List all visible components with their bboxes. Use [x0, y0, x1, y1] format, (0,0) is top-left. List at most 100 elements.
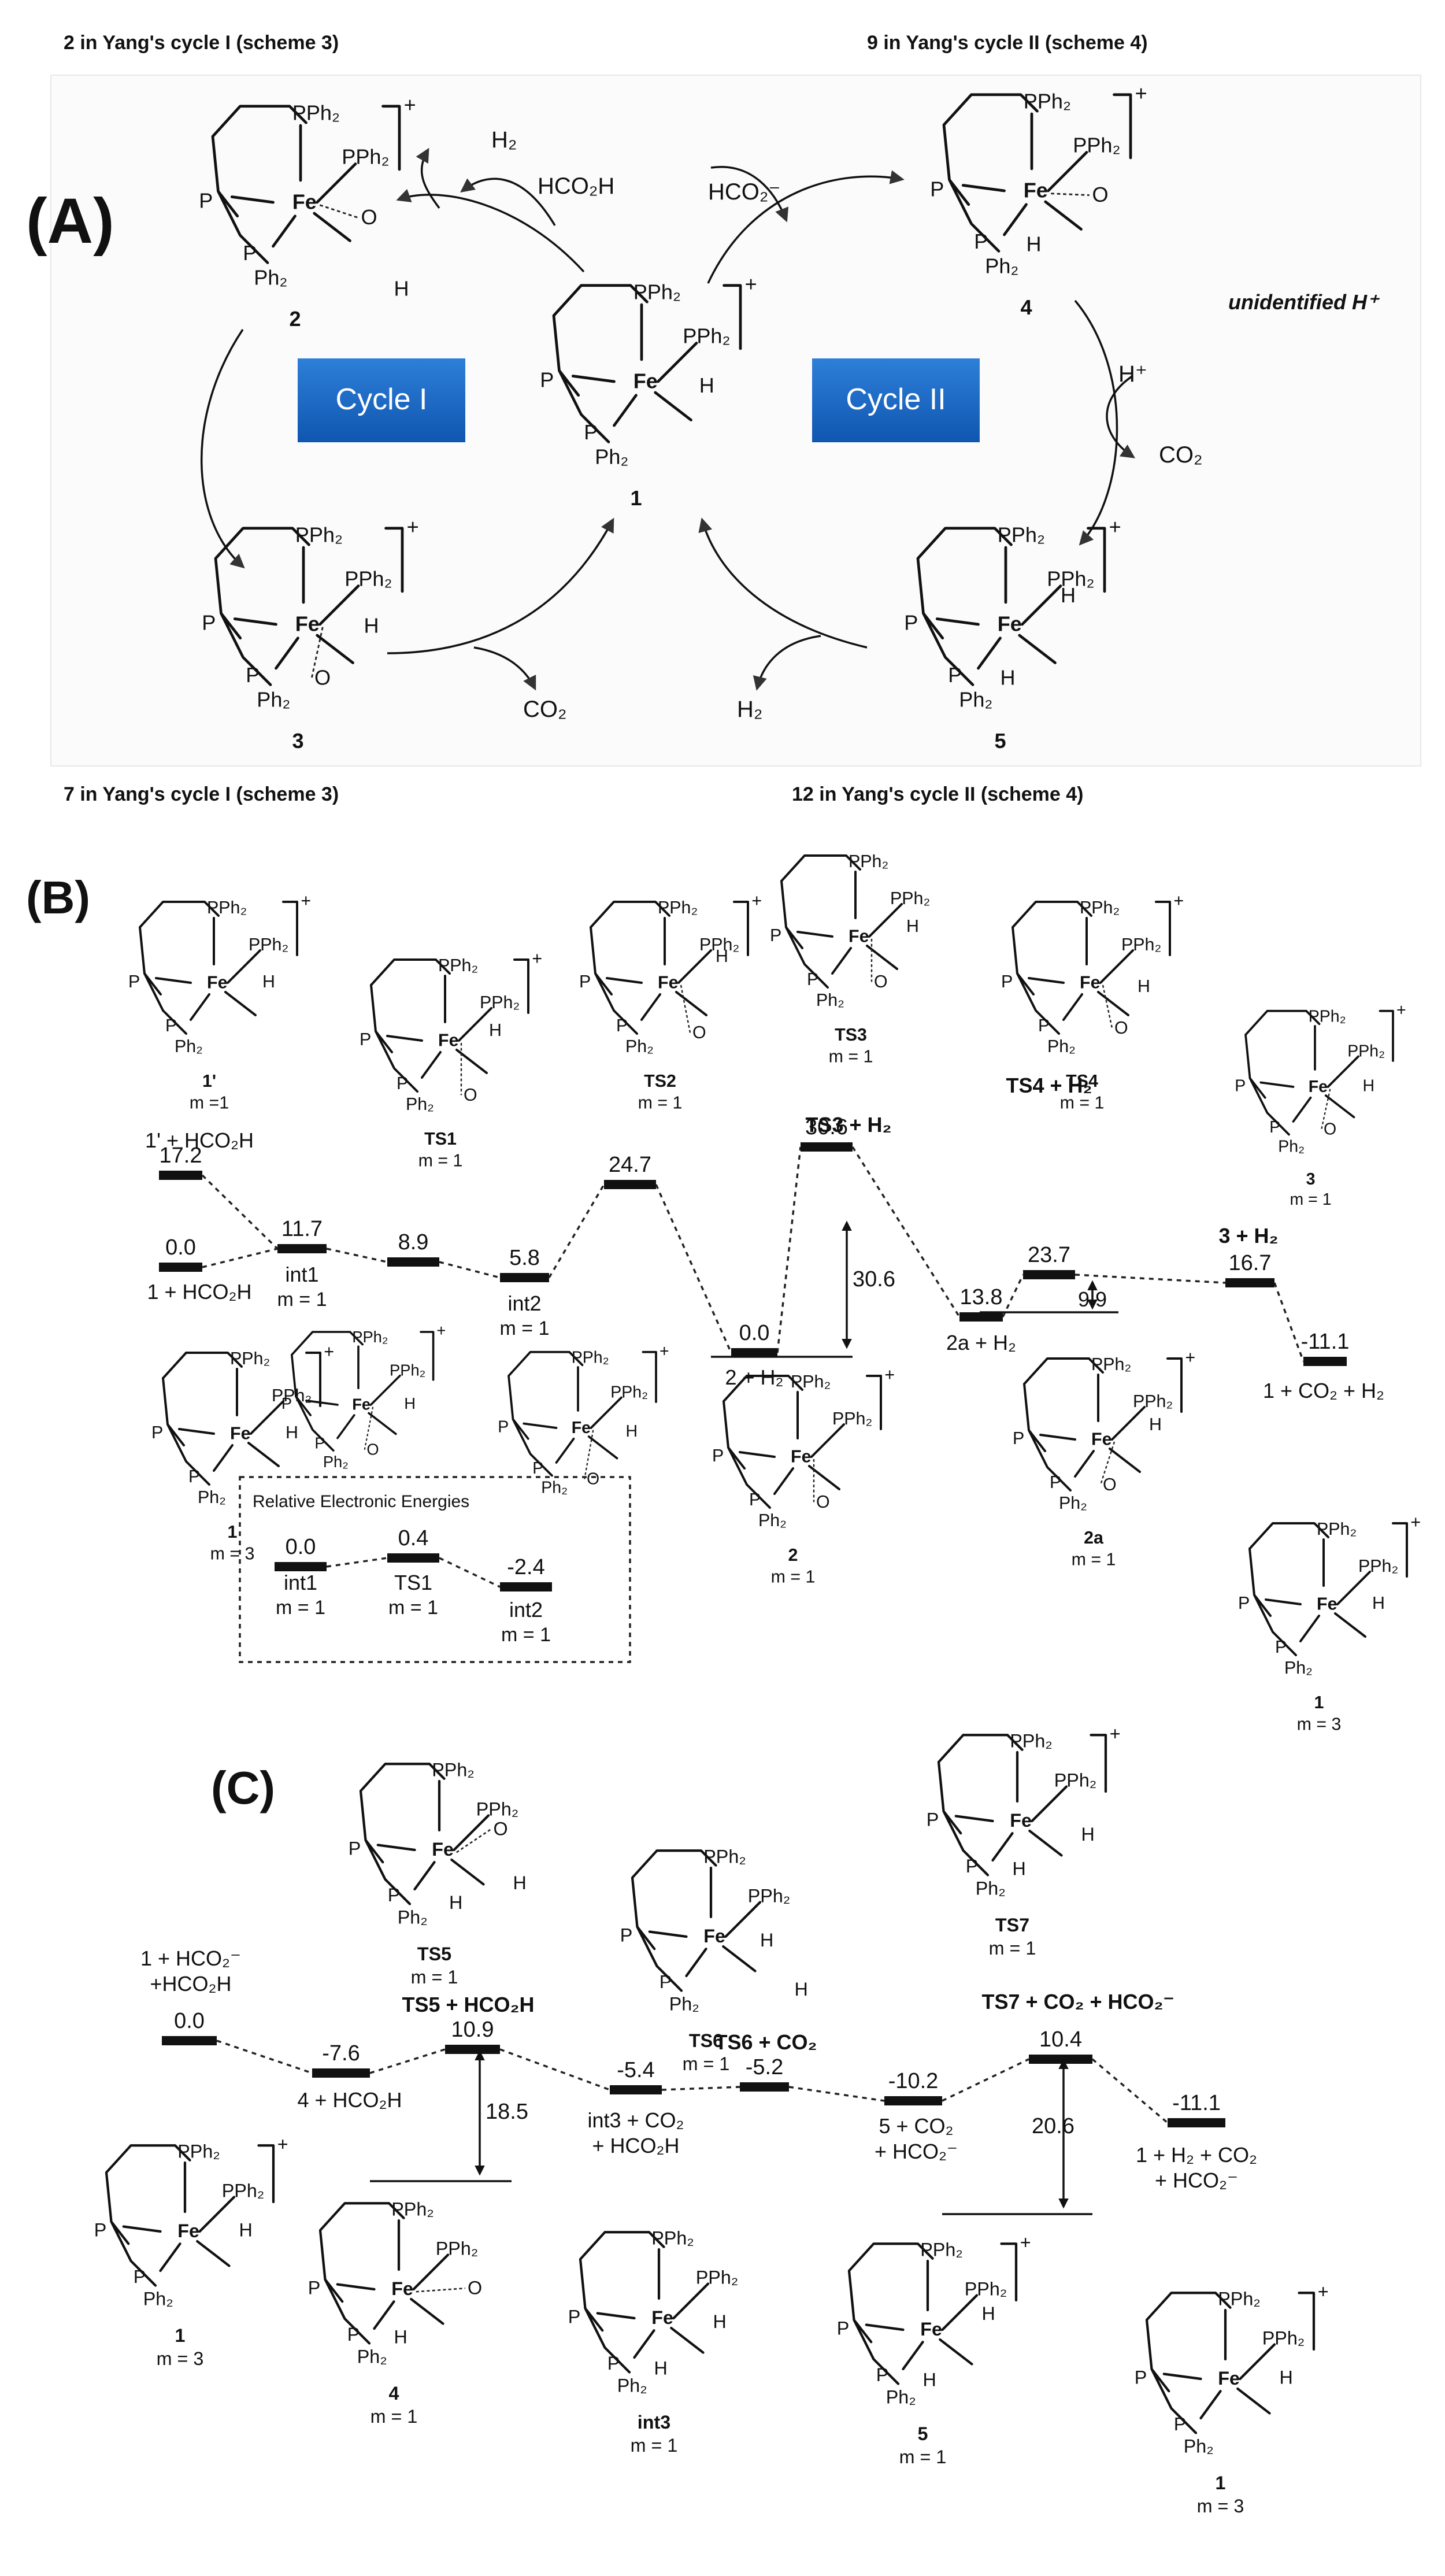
mol-a-1-label: 1 [630, 486, 642, 510]
hco2h-label: HCO₂H [538, 173, 614, 199]
mol-b-1r-pph2-top: PPh₂ [1317, 1519, 1357, 1539]
mol-a-3-pph2-top: PPh₂ [295, 523, 343, 547]
mol-a-3-ph2: Ph₂ [257, 688, 290, 712]
mol-c-ts7-label: TS7 [995, 1915, 1029, 1935]
arc-2-to-3 [201, 329, 245, 569]
b-connector-10 [1273, 1282, 1305, 1362]
mol-b-ts1-charge: + [532, 949, 542, 968]
mol-c-int3-fe: Fe [651, 2307, 673, 2328]
mol-b-ts4-p-left: P [1001, 972, 1013, 991]
b-level-name-4: int2 [507, 1291, 541, 1315]
barrier-label-b1: 30.6 [853, 1267, 895, 1291]
mol-b-int2-h: H [626, 1422, 638, 1441]
hco2h-in-arrow [460, 177, 556, 226]
mol-b-1-p-left: P [151, 1423, 163, 1442]
mol-c-5-label: 5 [918, 2423, 928, 2444]
mol-c-ts6-pph2-right: PPh₂ [748, 1886, 791, 1907]
mol-b-int2-o: O [587, 1470, 599, 1489]
mol-a-4-pph2-right: PPh₂ [1073, 134, 1120, 157]
b-level-m-4: m = 1 [500, 1317, 550, 1339]
mol-b-1-label: 1 [228, 1522, 238, 1542]
mol-b-3-p-low: P [1269, 1118, 1280, 1137]
b-level-name-1: 1 + HCO₂H [147, 1280, 251, 1304]
caption-bottom-right: 12 in Yang's cycle II (scheme 4) [792, 783, 1084, 805]
mol-b-ts4-mult: m = 1 [1060, 1093, 1105, 1113]
mol-a-5-fe: Fe [998, 612, 1022, 635]
mol-c-ts7-pph2-right: PPh₂ [1054, 1770, 1097, 1791]
mol-b-int1-h: H [404, 1394, 416, 1412]
inset-title: Relative Electronic Energies [253, 1492, 469, 1511]
mol-c-ts6-mult: m = 1 [683, 2053, 730, 2074]
barrier-label-c1: 18.5 [486, 2100, 528, 2124]
mol-a-2-h2: H [394, 277, 409, 301]
mol-a-2-pph2-top: PPh₂ [292, 101, 340, 125]
h2-out-arrow [416, 147, 440, 209]
mol-b-1r-charge: + [1410, 1512, 1421, 1532]
mol-c-int3-h: H [713, 2311, 727, 2332]
mol-c-1r-charge: + [1318, 2281, 1329, 2302]
mol-b-int2-pph2-top: PPh₂ [572, 1349, 609, 1367]
mol-b-ts4-o: O [1114, 1018, 1128, 1038]
c-connector-5 [942, 2058, 1029, 2102]
mol-a-3-charge: + [407, 515, 419, 538]
mol-b-ts4-charge: + [1173, 891, 1184, 911]
c-level-name2-3: + HCO₂H [592, 2134, 680, 2157]
mol-c-4-p-low: P [347, 2324, 360, 2345]
mol-b-1prime-fe: Fe [207, 973, 227, 993]
mol-c-1r-fe: Fe [1218, 2368, 1240, 2389]
mol-b-ts3-mult: m = 1 [829, 1047, 873, 1067]
mol-c-ts6-p-low: P [659, 1971, 672, 1992]
mol-a-4-fe: Fe [1024, 178, 1048, 202]
mol-b-ts2-o: O [692, 1023, 706, 1042]
mol-c-int3-p-low: P [607, 2353, 620, 2374]
mol-b-2-ph2: Ph₂ [758, 1511, 787, 1530]
b-level-value-3: 8.9 [398, 1230, 429, 1254]
mol-a-3-fe: Fe [295, 612, 320, 635]
co2-out-arrow-bottom [473, 646, 536, 691]
mol-b-ts1-pph2-right: PPh₂ [480, 993, 520, 1012]
mol-b-ts1-p-left: P [360, 1030, 371, 1049]
mol-b-ts1-ph2: Ph₂ [406, 1094, 434, 1114]
mol-a-3-h: H [364, 613, 379, 637]
h-plus-label: H⁺ [1118, 361, 1147, 387]
h2-label-top: H₂ [491, 127, 517, 153]
mol-b-1r-label: 1 [1314, 1693, 1324, 1712]
barrier-label-b2: 9.9 [1078, 1287, 1107, 1311]
mol-b-int1-fe: Fe [352, 1396, 370, 1413]
mol-b-1r-mult: m = 3 [1297, 1715, 1342, 1734]
mol-b-ts2-fe: Fe [658, 973, 678, 993]
mol-b-int1-p-left: P [281, 1394, 292, 1412]
barrier-label-c2: 20.6 [1032, 2114, 1075, 2138]
b-connector-1 [202, 1248, 278, 1268]
mol-c-ts7-h: H [1081, 1824, 1095, 1845]
mol-b-int2-pph2-right: PPh₂ [610, 1383, 648, 1402]
mol-b-2a-charge: + [1185, 1348, 1195, 1367]
mol-b-ts3-pph2-top: PPh₂ [849, 852, 888, 871]
mol-b-ts3-ph2: Ph₂ [816, 990, 844, 1010]
mol-a-5-pph2-top: PPh₂ [998, 523, 1045, 547]
co2-out-arrow [1106, 375, 1136, 458]
caption-top-right: 9 in Yang's cycle II (scheme 4) [867, 32, 1148, 54]
mol-a-2-p-low: P [243, 241, 257, 265]
c-level-value-3: -5.4 [617, 2058, 654, 2082]
cycle-1-box [298, 358, 465, 442]
mol-b-int1-o: O [366, 1440, 379, 1458]
b-level-name-0: 1' + HCO₂H [145, 1128, 254, 1152]
mol-c-ts5-label: TS5 [417, 1944, 451, 1964]
b-level-name-2: int1 [285, 1263, 318, 1286]
mol-b-1-pph2-right: PPh₂ [272, 1386, 312, 1405]
mol-c-1r-ph2: Ph₂ [1184, 2436, 1214, 2457]
c-level-name-2: TS5 + HCO₂H [402, 1993, 534, 2016]
mol-b-1prime-label: 1' [202, 1071, 216, 1091]
mol-b-1prime-p-low: P [165, 1016, 177, 1035]
mol-c-5-p-low: P [876, 2364, 889, 2385]
mol-b-3-o: O [1324, 1120, 1336, 1139]
b-level-value-2: 11.7 [281, 1217, 323, 1241]
arc-5-to-1 [698, 517, 868, 649]
mol-b-2a-h: H [1149, 1415, 1162, 1434]
mol-c-ts6-fe: Fe [703, 1926, 725, 1946]
mol-a-1-charge: + [745, 272, 757, 295]
